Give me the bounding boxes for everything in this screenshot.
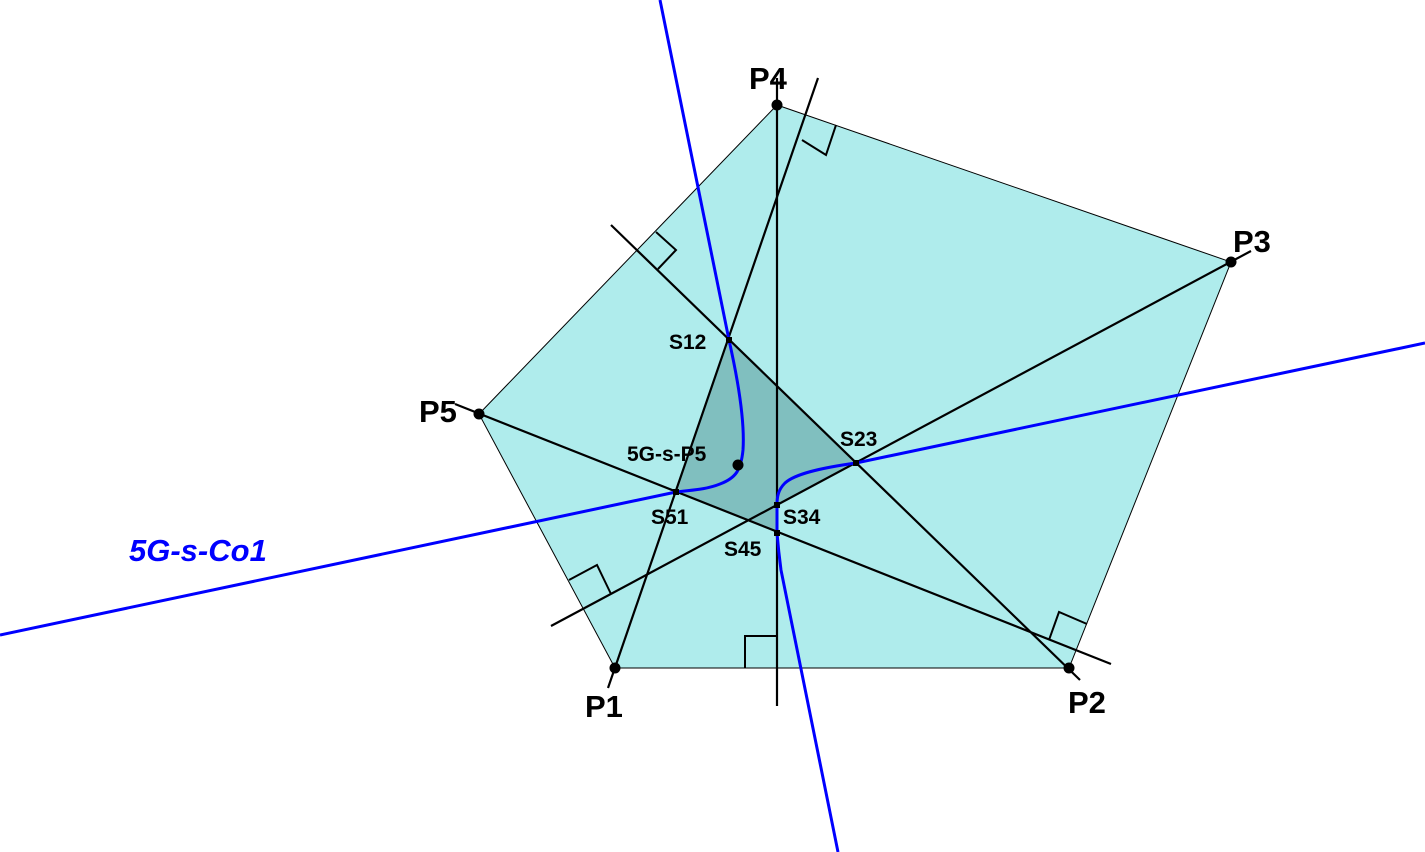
label-s23: S23 [840, 428, 877, 451]
label-p3: P3 [1233, 224, 1271, 259]
right-angle-markers [568, 124, 1088, 668]
line-through-p3 [550, 250, 1252, 627]
right-angle-marker [801, 124, 837, 157]
right-angle-marker [568, 563, 612, 595]
right-angle-marker [1048, 610, 1088, 641]
label-curve-5g-s-co1: 5G-s-Co1 [129, 533, 267, 568]
label-5g-s-p5: 5G-s-P5 [627, 443, 707, 466]
point-s23[interactable] [853, 460, 859, 466]
point-s34[interactable] [774, 502, 780, 508]
point-p4[interactable] [771, 99, 783, 111]
point-5g-s-p5[interactable] [732, 459, 744, 471]
line-through-p5 [454, 402, 1112, 666]
label-s34: S34 [783, 506, 821, 529]
right-angle-marker [655, 231, 678, 270]
point-p3[interactable] [1225, 256, 1237, 268]
point-s12[interactable] [726, 337, 732, 343]
point-s51[interactable] [673, 489, 679, 495]
pentagon [478, 104, 1232, 669]
point-s45[interactable] [774, 530, 780, 536]
label-p4: P4 [749, 61, 788, 96]
label-s45: S45 [724, 538, 762, 561]
label-s12: S12 [669, 331, 706, 354]
line-through-p2 [610, 224, 1081, 681]
point-p5[interactable] [473, 408, 485, 420]
label-p2: P2 [1068, 685, 1106, 720]
label-p5: P5 [419, 394, 457, 429]
intersection-points [673, 337, 859, 536]
perpendicular-lines [454, 77, 1252, 706]
point-p2[interactable] [1063, 662, 1075, 674]
line-through-p1 [606, 77, 820, 689]
point-p1[interactable] [609, 662, 621, 674]
curve-branch-lower [775, 341, 1425, 852]
label-s51: S51 [651, 506, 689, 529]
vertex-points [473, 99, 1237, 674]
right-angle-marker [744, 635, 777, 668]
label-p1: P1 [585, 689, 623, 724]
